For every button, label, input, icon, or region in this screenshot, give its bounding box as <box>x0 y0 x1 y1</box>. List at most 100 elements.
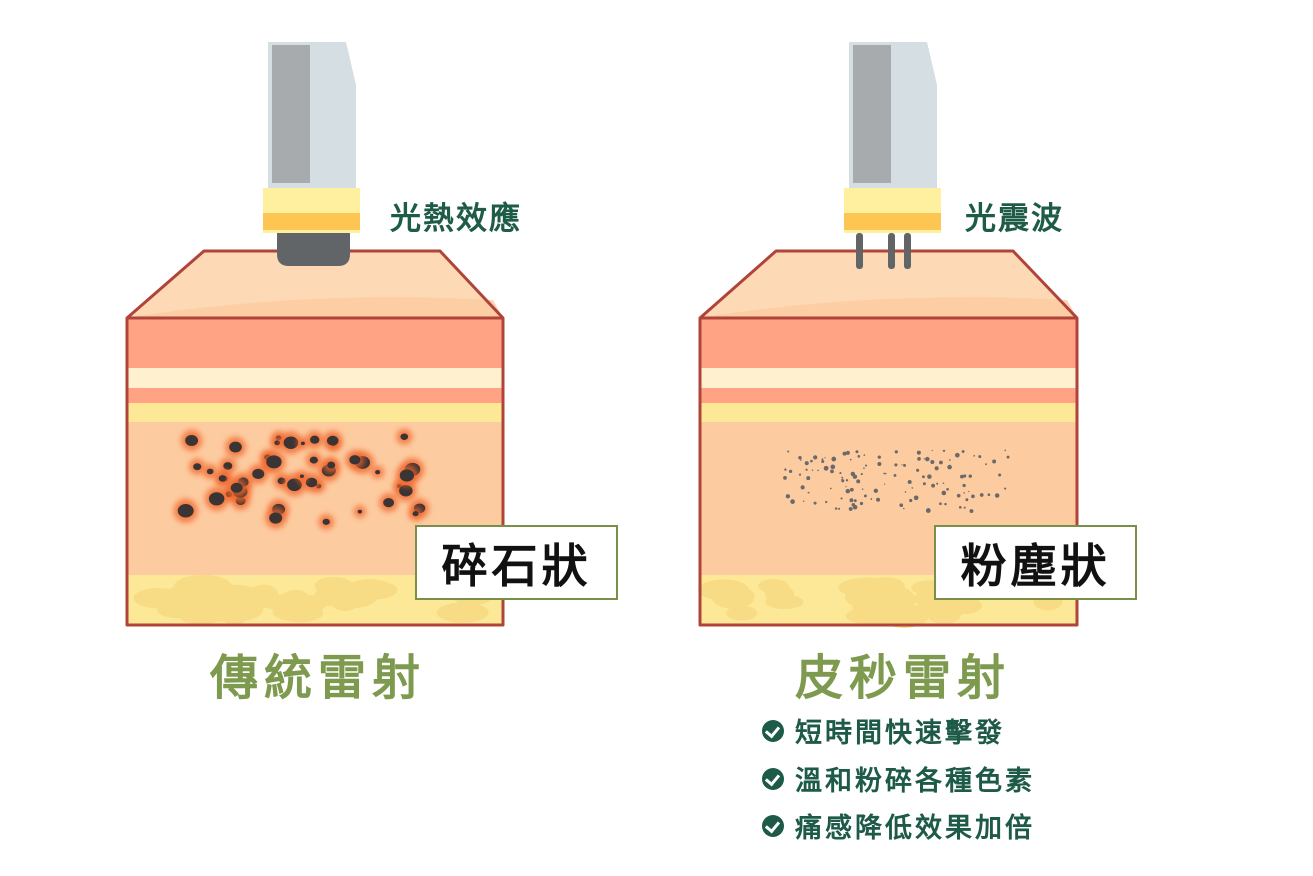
handpiece-band-strip <box>263 213 360 230</box>
pigment-dust-particle <box>849 487 854 492</box>
pigment-dust-particle <box>787 450 790 453</box>
pigment-dust-particle <box>783 476 787 480</box>
benefit-item: 痛感降低效果加倍 <box>762 806 1035 845</box>
skin-top-shade <box>127 297 503 318</box>
pigment-fragment <box>412 511 419 517</box>
pigment-fragment <box>375 469 381 475</box>
pigment-dust-particle <box>949 459 951 461</box>
fat-cell <box>276 603 324 623</box>
pigment-dust-particle <box>804 461 809 466</box>
handpiece-shade <box>853 45 891 183</box>
pigment-dust-particle <box>839 472 842 475</box>
pigment-dust-particle <box>927 474 932 479</box>
pigment-fragment <box>229 441 242 453</box>
pigment-dust-particle <box>857 454 861 458</box>
pigment-dust-particle <box>894 450 898 454</box>
pigment-dust-particle <box>941 490 947 496</box>
pigment-dust-particle <box>883 472 886 475</box>
pigment-dust-particle <box>841 476 844 479</box>
pigment-fragment <box>185 434 199 446</box>
pigment-fragment <box>326 435 339 446</box>
pigment-dust-particle <box>840 497 843 500</box>
pigment-dust-particle <box>800 459 802 461</box>
left-laser-device <box>263 42 360 266</box>
benefit-text: 痛感降低效果加倍 <box>795 813 1035 844</box>
pigment-dust-particle <box>942 482 945 485</box>
pigment-dust-particle <box>909 498 913 503</box>
pigment-dust-particle <box>853 499 857 503</box>
pigment-dust-particle <box>942 450 945 452</box>
benefit-item: 溫和粉碎各種色素 <box>762 759 1035 798</box>
fat-cell <box>191 586 242 609</box>
pigment-dust-particle <box>863 494 867 498</box>
pigment-dust-particle <box>788 469 793 473</box>
pigment-dust-particle <box>855 450 859 454</box>
fat-cell <box>765 594 804 609</box>
pigment-dust-particle <box>838 507 841 510</box>
skin-outline <box>698 249 1079 627</box>
pigment-dust-particle <box>971 494 975 499</box>
pigment-fragment <box>357 509 363 514</box>
pigment-dust-particle <box>911 487 914 489</box>
skin-layer <box>700 388 1077 403</box>
fat-cell <box>879 605 929 628</box>
pigment-dust-particle <box>830 464 836 470</box>
pigment-dust-particle <box>860 473 863 476</box>
pigment-dust-particle <box>917 457 921 461</box>
handpiece-band-strip <box>844 213 941 230</box>
pigment-dust-particle <box>965 498 969 502</box>
pigment-dust-particle <box>823 465 829 471</box>
check-circle-icon <box>762 814 784 837</box>
pigment-dust-particle <box>802 500 805 502</box>
pigment-dust-particle <box>856 479 861 484</box>
pigment-dust-particle <box>863 454 866 456</box>
fat-cell <box>711 584 755 609</box>
pigment-dust-particle <box>903 463 906 467</box>
skin-layer <box>127 388 503 403</box>
pigment-dust-particle <box>962 483 966 488</box>
pigment-dust-particle <box>884 483 886 485</box>
fat-cell <box>726 605 758 621</box>
pigment-dust-particle <box>926 508 931 512</box>
pigment-dust-particle <box>973 454 976 457</box>
pigment-dust-particle <box>810 459 813 463</box>
pigment-fragment <box>305 477 318 488</box>
pigment-dust-particle <box>894 463 898 467</box>
pigment-dust-particle <box>901 464 903 466</box>
pigment-dust-particle <box>987 493 991 497</box>
laser-pin <box>856 233 863 269</box>
pigment-dust-particle <box>944 502 947 506</box>
pigment-dust-particle <box>806 476 811 481</box>
pigment-dust-particle <box>848 506 853 511</box>
pigment-dust-particle <box>968 490 970 493</box>
pigment-fragment <box>208 492 225 506</box>
pigment-dust-particle <box>824 457 826 459</box>
pigment-dust-particle <box>798 456 802 460</box>
pigment-dust-particle <box>845 488 851 494</box>
pigment-dust-particle <box>969 509 974 514</box>
pigment-dust-particle <box>985 463 987 466</box>
pigment-dust-particle <box>849 498 854 503</box>
handpiece-shade <box>272 45 310 183</box>
laser-pin <box>888 233 895 269</box>
pigment-dust-particle <box>800 485 805 490</box>
pigment-dust <box>783 449 1010 514</box>
pigment-fragment <box>252 468 265 480</box>
pigment-dust-particle <box>845 479 849 482</box>
pigment-dust-particle <box>790 499 795 505</box>
skin-outline <box>125 249 505 627</box>
pigment-dust-particle <box>963 492 965 494</box>
pigment-dust-particle <box>947 464 952 470</box>
pigment-dust-particle <box>1004 487 1007 490</box>
pigment-fragment <box>223 462 233 470</box>
fat-cell <box>220 606 249 625</box>
right-result-label: 粉塵狀 <box>934 525 1137 600</box>
pigment-dust-particle <box>831 456 837 462</box>
pigment-dust-particle <box>841 478 843 481</box>
pigment-fragment <box>309 456 318 464</box>
pigment-fragment <box>218 475 227 482</box>
left-title: 傳統雷射 <box>210 650 427 706</box>
pigment-dust-particle <box>992 459 997 464</box>
pigment-dust-particle <box>904 491 907 493</box>
